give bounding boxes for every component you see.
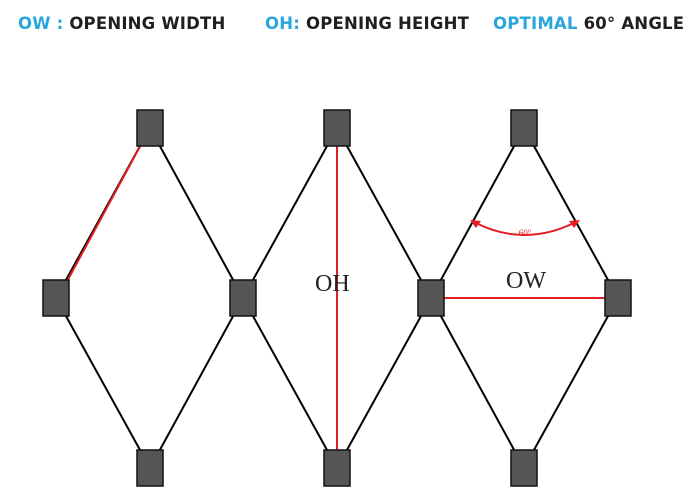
legend-ow-abbr: OW : xyxy=(18,14,64,33)
angle-label: 60° xyxy=(519,228,532,238)
mesh-node xyxy=(510,449,538,487)
angle-arc xyxy=(470,220,580,236)
ow-measure-line-diagonal xyxy=(57,127,151,299)
legend-ow: OW : OPENING WIDTH xyxy=(18,14,225,33)
mesh-node xyxy=(510,109,538,147)
mesh-line xyxy=(242,297,338,469)
ow-label: OW xyxy=(506,268,546,294)
mesh-line xyxy=(430,297,525,469)
legend-optimal: OPTIMAL 60° ANGLE xyxy=(493,14,684,33)
mesh-node xyxy=(323,109,351,147)
mesh-node xyxy=(42,279,70,317)
arrowhead-left xyxy=(470,220,481,228)
mesh-line xyxy=(523,297,619,469)
mesh-node xyxy=(323,449,351,487)
mesh-nodes xyxy=(42,109,632,487)
mesh-line xyxy=(149,127,244,299)
legend-oh-desc: OPENING HEIGHT xyxy=(306,14,470,33)
mesh-line xyxy=(336,127,432,299)
legend-oh-abbr: OH: xyxy=(265,14,301,33)
mesh-node xyxy=(136,449,164,487)
arrowhead-right xyxy=(569,220,580,228)
legend-oh: OH: OPENING HEIGHT xyxy=(265,14,469,33)
mesh-line xyxy=(336,297,432,469)
mesh-node xyxy=(136,109,164,147)
legend: OW : OPENING WIDTH OH: OPENING HEIGHT OP… xyxy=(0,12,700,40)
mesh-line xyxy=(430,127,525,299)
legend-optimal-abbr: OPTIMAL xyxy=(493,14,578,33)
mesh-node xyxy=(604,279,632,317)
mesh-node xyxy=(417,279,445,317)
mesh-line xyxy=(149,297,244,469)
oh-label: OH xyxy=(315,271,350,297)
legend-optimal-desc: 60° ANGLE xyxy=(583,14,685,33)
mesh-node xyxy=(229,279,257,317)
mesh-line xyxy=(55,297,151,469)
mesh-line xyxy=(242,127,338,299)
mesh-line xyxy=(523,127,619,299)
legend-ow-desc: OPENING WIDTH xyxy=(69,14,226,33)
